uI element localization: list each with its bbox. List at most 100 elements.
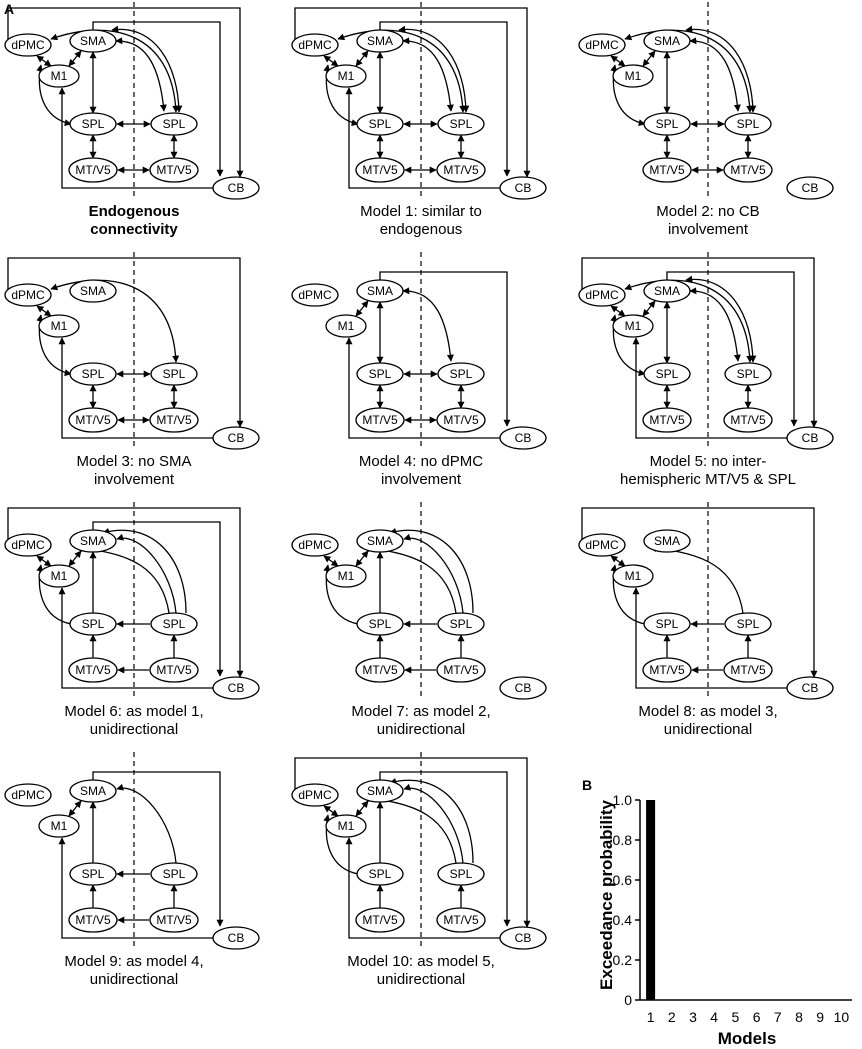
node-m1-label: M1 [338,69,355,83]
node-cb-shape [786,676,834,700]
node-sma-label: SMA [367,34,393,48]
model-caption-line: Model 9: as model 4, [64,953,203,970]
node-mt_left-shape [68,157,118,183]
model-caption-line: hemispheric MT/V5 & SPL [620,471,796,488]
connection-dpmcSplR [50,279,180,363]
node-spl_left-shape [356,112,404,136]
node-mt_left-shape [68,907,118,933]
node-spl_left-label: SPL [82,867,105,881]
node-dpmc-label: dPMC [298,38,332,52]
model-caption-line: endogenous [380,221,463,238]
connection-topLoop [294,7,531,178]
node-sma-shape [643,529,691,553]
model-caption-line: unidirectional [664,721,752,738]
connection-dpmcM1 [610,305,626,317]
connection-smaLoop [92,521,224,677]
node-m1-shape [612,64,654,88]
connection-uniC [649,544,744,614]
connection-smaM1 [642,50,656,67]
node-mt_left-shape [355,407,405,433]
node-spl_right-label: SPL [450,367,473,381]
node-spl_right-shape [150,362,198,386]
connection-smaSplR1 [402,287,454,362]
node-m1-label: M1 [338,569,355,583]
node-mt_left-label: MT/V5 [362,913,398,927]
y-axis-label: Exceedance probability [597,800,616,990]
node-spl_right-label: SPL [163,117,186,131]
connection-topLoop [7,507,244,678]
node-sma-label: SMA [80,784,106,798]
node-m1-label: M1 [51,69,68,83]
node-cb-label: CB [228,431,245,445]
node-mt_right-label: MT/V5 [156,913,192,927]
connection-smaLoop [92,21,224,177]
node-spl_left-label: SPL [656,617,679,631]
node-spl_right-label: SPL [163,617,186,631]
node-cb-label: CB [515,431,532,445]
node-mt_right-label: MT/V5 [156,663,192,677]
node-m1-label: M1 [51,569,68,583]
node-mt_right-shape [149,157,199,183]
node-mt_right-shape [436,157,486,183]
node-m1-shape [38,64,80,88]
node-mt_left-shape [642,407,692,433]
model-caption-line: connectivity [90,221,178,238]
model-caption-line: unidirectional [377,721,465,738]
x-tick-label: 4 [710,1009,718,1025]
connection-dpmcM1 [610,555,626,567]
x-tick-label: 5 [732,1009,740,1025]
node-cb-shape [499,676,547,700]
node-mt_right-label: MT/V5 [443,163,479,177]
node-spl_left-label: SPL [369,117,392,131]
node-cb-shape [212,176,260,200]
node-cb-label: CB [802,181,819,195]
node-mt_right-label: MT/V5 [730,163,766,177]
node-cb-label: CB [228,931,245,945]
node-mt_right-shape [723,407,773,433]
node-dpmc-label: dPMC [298,788,332,802]
connection-smaLoop [666,271,798,427]
connection-smaSplR2 [398,25,470,113]
connection-uniA [116,783,177,864]
connection-topLoop [581,507,818,678]
node-spl_left-shape [356,862,404,886]
node-spl_left-shape [69,862,117,886]
node-mt_right-label: MT/V5 [443,913,479,927]
node-spl_right-label: SPL [737,117,760,131]
connection-smaM1 [68,800,82,817]
node-mt_right-label: MT/V5 [730,663,766,677]
node-sma-shape [69,779,117,803]
node-spl_left-shape [643,362,691,386]
node-sma-label: SMA [654,534,680,548]
node-m1-label: M1 [51,819,68,833]
x-tick-label: 8 [795,1009,803,1025]
node-sma-label: SMA [80,284,106,298]
node-sma-shape [69,279,117,303]
model-caption-line: Model 6: as model 1, [64,703,203,720]
node-dpmc-shape [4,33,52,57]
node-spl_right-shape [437,112,485,136]
node-spl_left-shape [69,362,117,386]
node-spl_right-shape [150,862,198,886]
node-spl_right-shape [724,112,772,136]
node-sma-label: SMA [367,784,393,798]
node-m1-label: M1 [338,819,355,833]
connection-smaSplR2 [685,275,757,363]
model-caption-line: Model 8: as model 3, [638,703,777,720]
node-dpmc-shape [291,783,339,807]
connection-smaSplR1 [689,37,741,112]
y-tick-label: 0.6 [613,872,633,888]
node-spl_left-shape [643,612,691,636]
x-tick-label: 6 [753,1009,761,1025]
node-mt_left-label: MT/V5 [362,163,398,177]
node-dpmc-shape [578,533,626,557]
node-dpmc-shape [291,33,339,57]
connection-smaM1 [68,50,82,67]
node-cb-label: CB [802,431,819,445]
